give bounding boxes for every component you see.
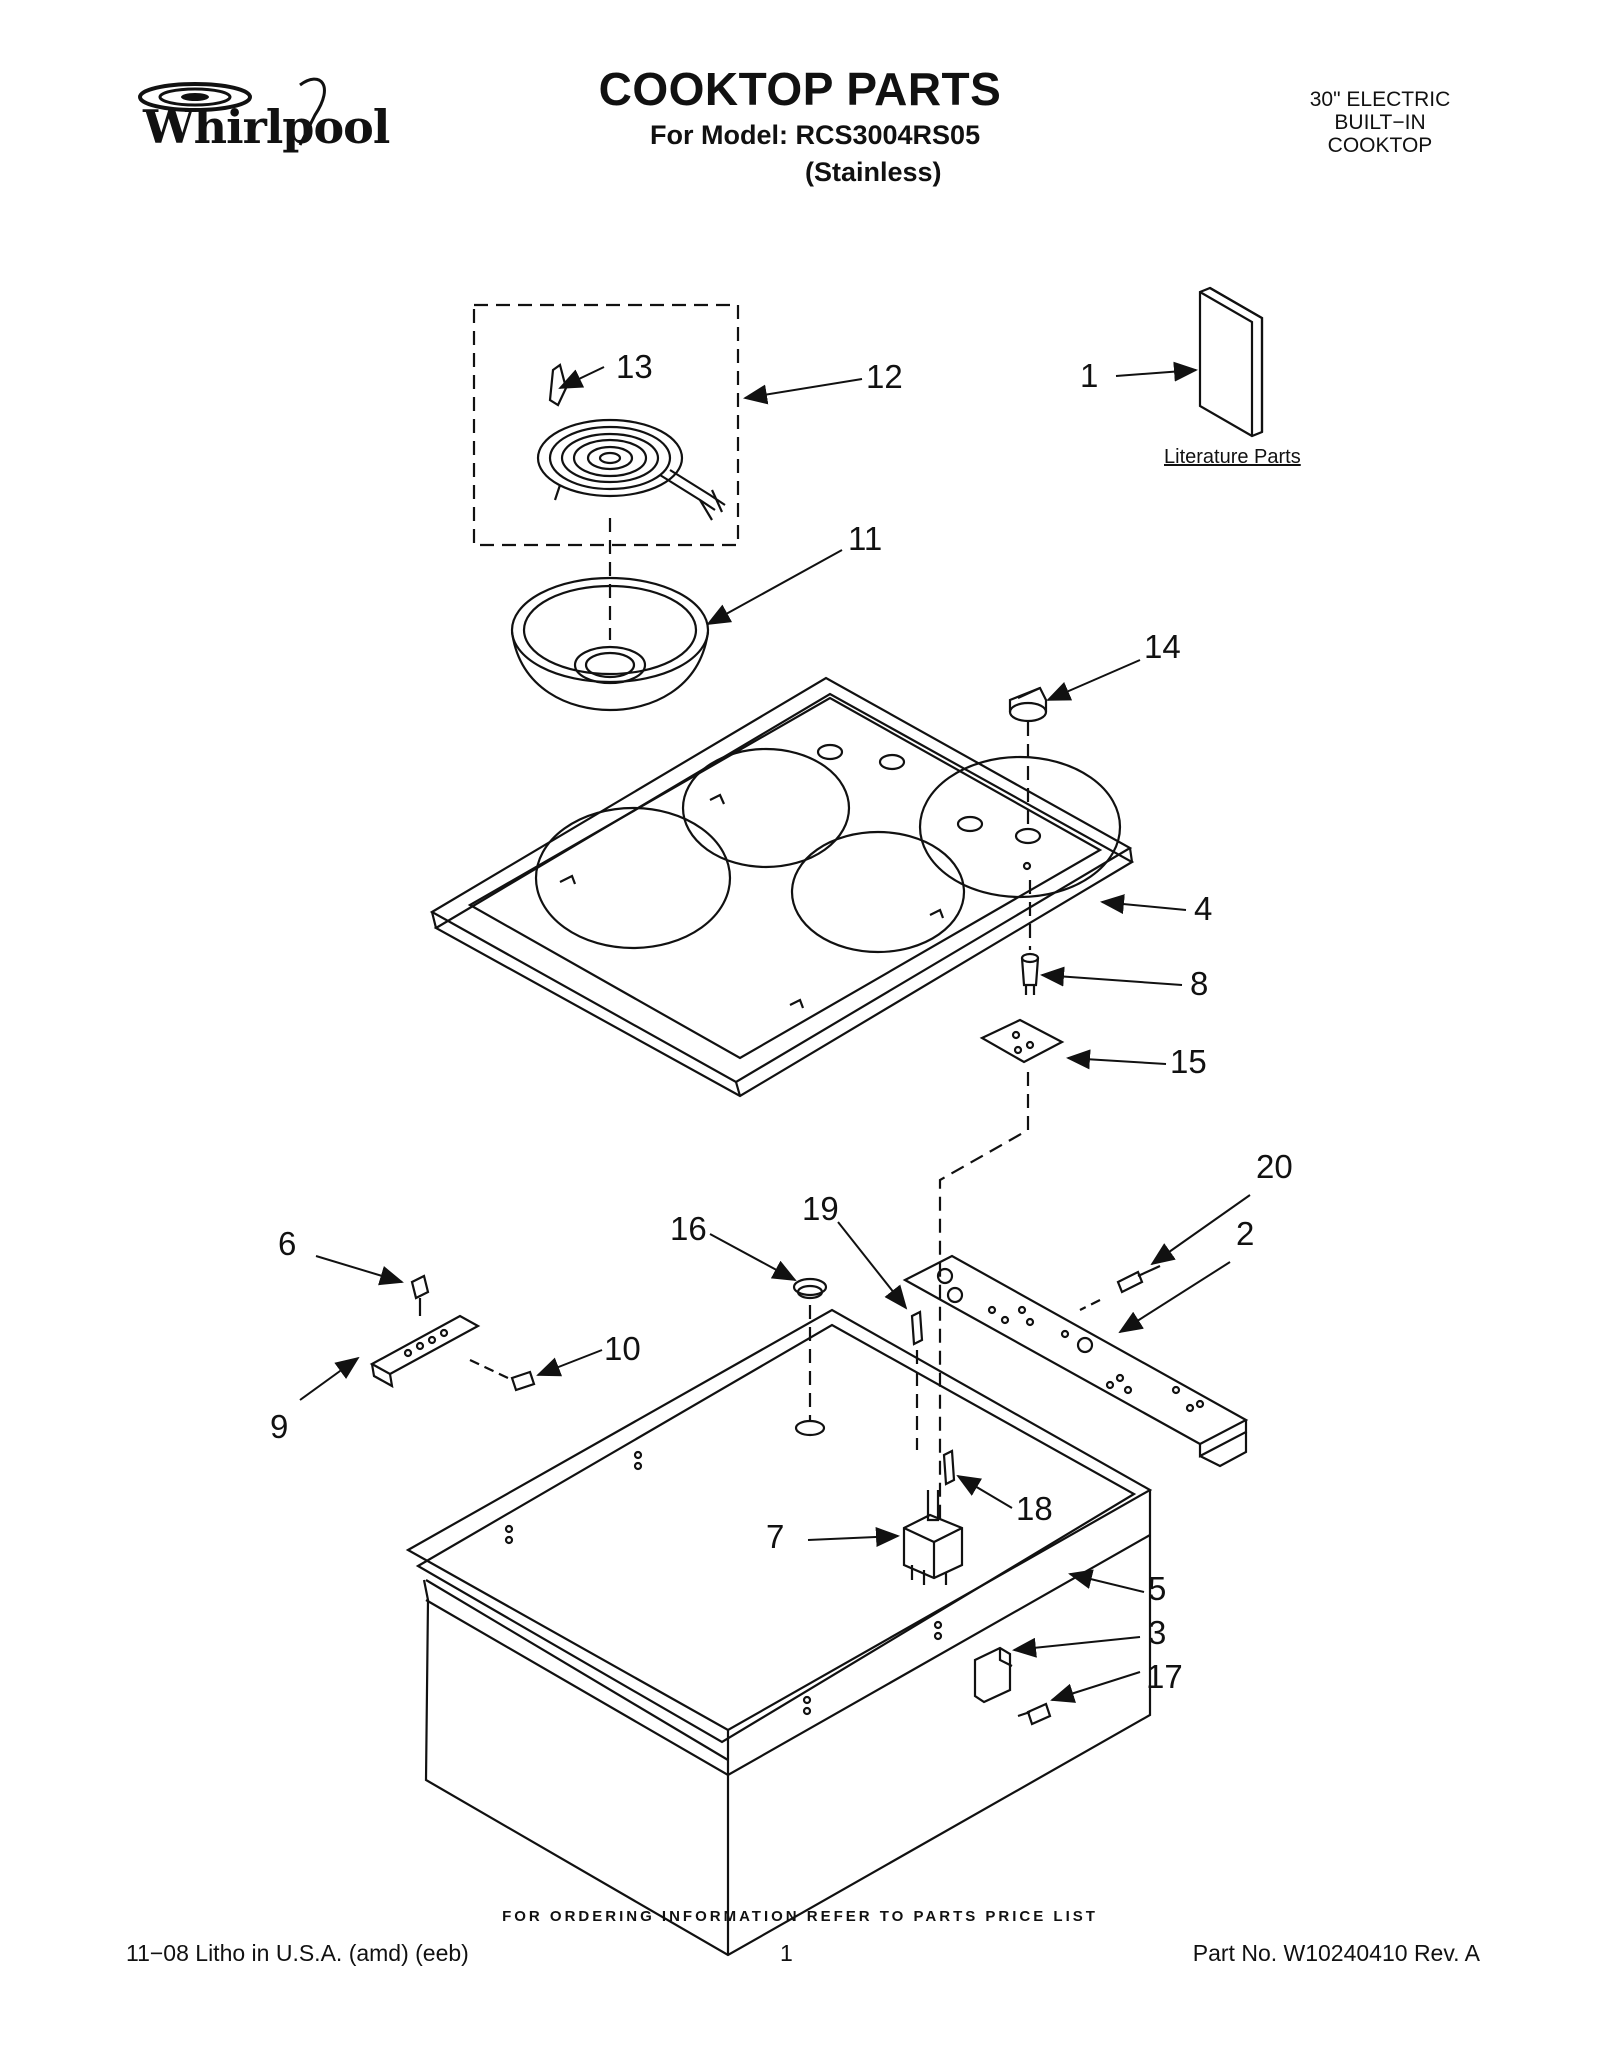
callout-3: 3 (1148, 1614, 1166, 1651)
callout-2: 2 (1236, 1215, 1254, 1252)
callout-10: 10 (604, 1330, 641, 1367)
surface-element-group-box (472, 303, 740, 547)
product-type-line: 30" ELECTRIC (1309, 88, 1451, 111)
callout-11: 11 (848, 520, 882, 557)
brand-logo: Whirlpool (143, 100, 390, 154)
callout-8: 8 (1190, 965, 1208, 1002)
callout-9: 9 (270, 1408, 288, 1445)
side-bracket-part (369, 1314, 481, 1389)
model-number: For Model: RCS3004RS05 (650, 120, 981, 150)
page-number: 1 (780, 1940, 793, 1966)
main-cooktop-part (429, 676, 1135, 1098)
cooktop-base-box-part (405, 1308, 1153, 1957)
literature-booklet-part (1198, 286, 1264, 438)
litho-info: 11−08 Litho in U.S.A. (amd) (eeb) (126, 1940, 469, 1966)
surface-element-coil-part (536, 418, 726, 521)
bracket-screw-top-part (410, 1274, 430, 1316)
bracket-mount-screw-part (1017, 1702, 1052, 1726)
callout-6: 6 (278, 1225, 296, 1262)
callout-13: 13 (616, 348, 653, 385)
callout-7: 7 (766, 1518, 784, 1555)
literature-parts-label: Literature Parts (1164, 446, 1301, 468)
finish-label: (Stainless) (805, 157, 942, 187)
callout-5: 5 (1148, 1570, 1166, 1607)
product-type-line: COOKTOP (1327, 134, 1433, 157)
indicator-light-part (1020, 952, 1040, 995)
whirlpool-swirl-logo-icon (138, 77, 326, 146)
control-panel-bracket-part (902, 1254, 1249, 1468)
callout-17: 17 (1146, 1658, 1183, 1695)
part-number: Part No. W10240410 Rev. A (1192, 1940, 1480, 1966)
callout-15: 15 (1170, 1043, 1207, 1080)
control-knob-part (1008, 686, 1048, 723)
bracket-screw-side-part (510, 1370, 536, 1392)
ordering-note: FOR ORDERING INFORMATION REFER TO PARTS … (502, 1908, 1098, 1925)
callout-12: 12 (866, 358, 903, 395)
element-clip-part (548, 363, 568, 407)
callout-4: 4 (1194, 890, 1212, 927)
callout-20: 20 (1256, 1148, 1293, 1185)
callout-14: 14 (1144, 628, 1181, 665)
infinite-switch-part (902, 1490, 964, 1585)
callout-18: 18 (1016, 1490, 1053, 1527)
switch-screw-part (910, 1310, 924, 1346)
product-type: 30" ELECTRIC BUILT−IN COOKTOP (1280, 88, 1480, 157)
switch-mount-screw-part (942, 1449, 956, 1486)
callout-16: 16 (670, 1210, 707, 1247)
page-title: COOKTOP PARTS (598, 63, 1002, 115)
product-type-line: BUILT−IN (1334, 111, 1426, 134)
callout-19: 19 (802, 1190, 839, 1227)
callout-1: 1 (1080, 357, 1098, 394)
grommet-part (792, 1277, 828, 1297)
shield-plate-part (979, 1018, 1065, 1064)
mounting-bracket-part (973, 1646, 1012, 1704)
bracket-screw-part (1116, 1264, 1161, 1294)
